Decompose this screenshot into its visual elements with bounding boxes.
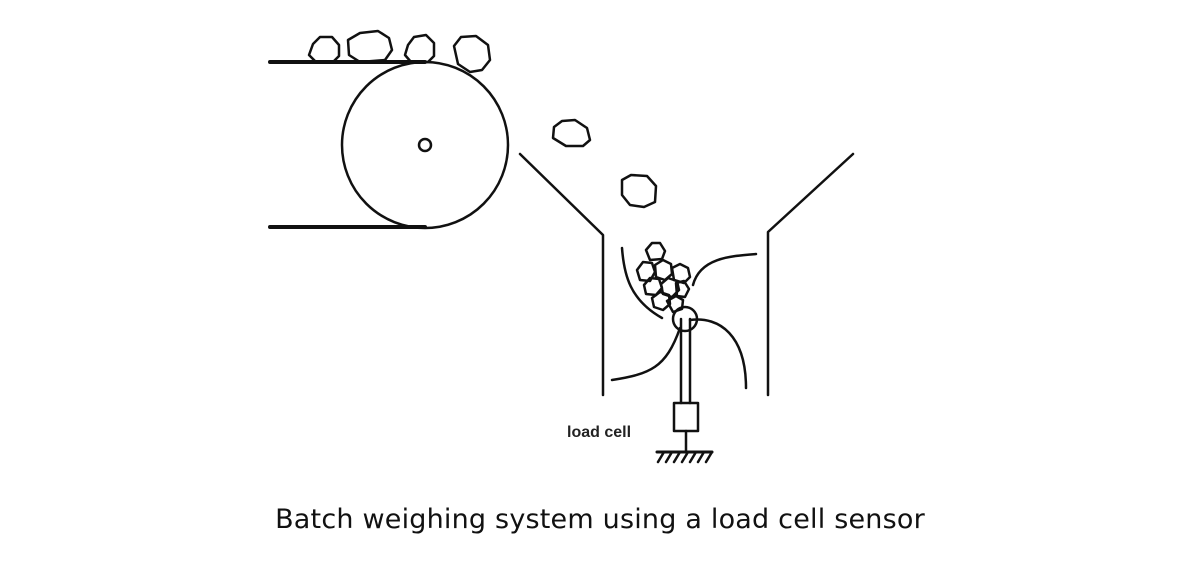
ground-hatch bbox=[656, 450, 666, 464]
pile-rock bbox=[644, 241, 667, 262]
rock bbox=[403, 33, 436, 64]
flow-curve-right-upper bbox=[691, 252, 758, 287]
ground-hatch bbox=[696, 450, 706, 464]
load-cell-label: load cell bbox=[567, 424, 631, 441]
pile-rock bbox=[665, 294, 685, 314]
falling-rock bbox=[620, 173, 658, 209]
hopper-wall-right bbox=[766, 152, 855, 397]
flow-curve-left bbox=[620, 246, 664, 320]
ground-hatch bbox=[680, 450, 690, 464]
flow-curve-bottom bbox=[610, 326, 682, 382]
ground-hatch bbox=[664, 450, 674, 464]
flow-curve-right-lower bbox=[688, 318, 748, 390]
load-cell-block bbox=[672, 401, 700, 433]
ground-hatch bbox=[688, 450, 698, 464]
load-cell-pivot bbox=[671, 305, 699, 333]
ground-hatch bbox=[704, 450, 714, 464]
rock bbox=[307, 35, 341, 64]
pile-rock bbox=[653, 258, 674, 282]
hopper-wall-left bbox=[518, 152, 605, 397]
conveyor-roller bbox=[340, 60, 510, 230]
rock bbox=[452, 34, 492, 74]
ground-hatch bbox=[672, 450, 682, 464]
falling-rock bbox=[551, 118, 592, 148]
rock bbox=[346, 29, 394, 64]
conveyor-roller-axle bbox=[417, 137, 433, 153]
pile-rock bbox=[674, 279, 691, 299]
figure-caption: Batch weighing system using a load cell … bbox=[275, 504, 925, 535]
